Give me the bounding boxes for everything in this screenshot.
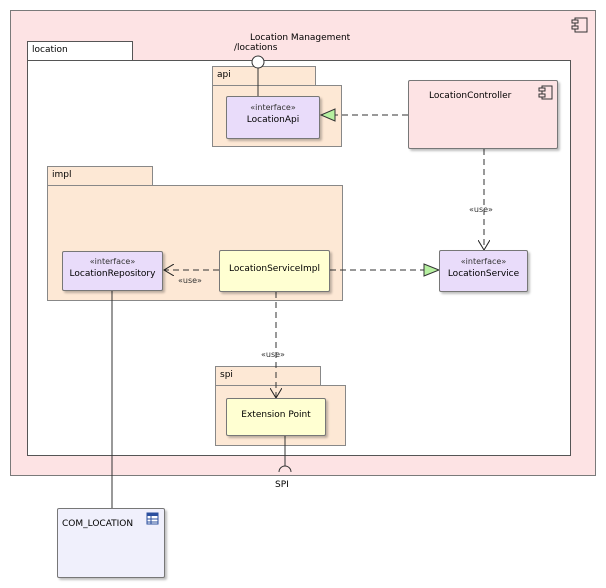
package-location-tab: location (27, 41, 133, 60)
location-repository-name: LocationRepository (69, 269, 156, 279)
package-spi-label: spi (220, 370, 233, 380)
package-impl-label: impl (52, 170, 72, 180)
component-icon (571, 17, 588, 33)
package-api-tab: api (212, 66, 316, 85)
location-service-name: LocationService (447, 269, 520, 279)
package-impl-tab: impl (47, 166, 153, 185)
location-controller-component[interactable]: LocationController (408, 80, 558, 149)
package-api-label: api (217, 70, 231, 80)
location-repository-interface[interactable]: «interface» LocationRepository (62, 251, 163, 291)
edge-label-controller-service: «use» (469, 205, 493, 214)
location-repository-stereotype: «interface» (89, 257, 136, 266)
location-controller-name: LocationController (429, 91, 512, 101)
package-location-label: location (32, 45, 68, 55)
location-api-interface[interactable]: «interface» LocationApi (226, 96, 320, 139)
edge-label-impl-extension: «use» (261, 350, 285, 359)
provided-interface-name: Location Management (250, 33, 351, 43)
extension-point-class[interactable]: Extension Point (226, 398, 326, 436)
edge-label-impl-repository: «use» (178, 276, 202, 285)
controller-component-icon (538, 85, 553, 100)
com-location-name: COM_LOCATION (62, 519, 134, 529)
location-service-stereotype: «interface» (460, 257, 507, 266)
location-service-interface[interactable]: «interface» LocationService (439, 250, 528, 292)
table-icon (146, 512, 159, 525)
location-api-name: LocationApi (246, 115, 300, 125)
location-api-stereotype: «interface» (250, 103, 296, 112)
provided-interface-circle (251, 55, 265, 69)
package-spi-tab: spi (215, 366, 321, 385)
realization-arrowhead-service (423, 263, 441, 277)
required-interface-name: SPI (275, 480, 289, 490)
location-service-impl-class[interactable]: LocationServiceImpl (219, 250, 330, 292)
location-service-impl-name: LocationServiceImpl (229, 264, 320, 274)
extension-point-name: Extension Point (241, 410, 311, 420)
required-interface-socket (278, 465, 292, 473)
realization-arrowhead-api (319, 108, 336, 122)
provided-interface-path: /locations (234, 43, 278, 53)
